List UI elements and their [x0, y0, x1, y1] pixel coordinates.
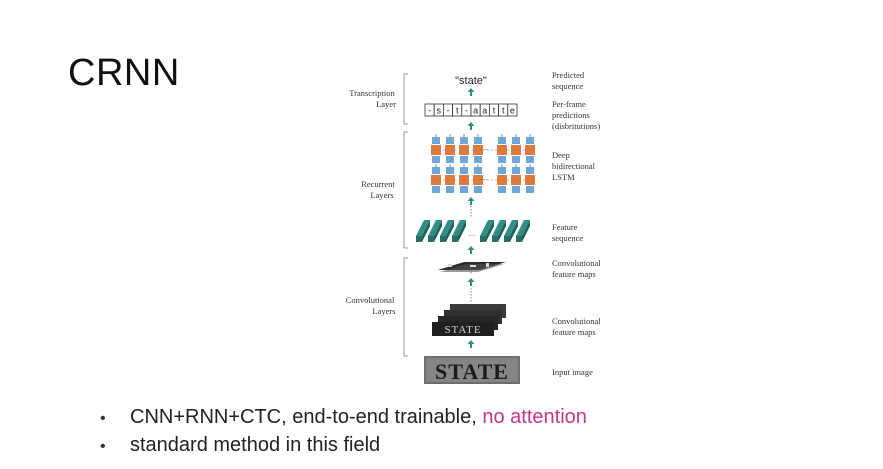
- convolutional-bracket: [403, 257, 408, 357]
- conv-stack-word: STATE: [444, 324, 481, 336]
- conv-feature-maps-stack: STATE: [432, 304, 506, 336]
- lstm-unit: [445, 164, 455, 193]
- lstm-unit: [459, 164, 469, 193]
- token-char: e: [510, 106, 515, 116]
- flow-arrow: [470, 91, 472, 96]
- bullet-item: • standard method in this field: [100, 432, 587, 460]
- lstm-unit: [497, 134, 507, 163]
- label-conv-maps-2b: feature maps: [552, 327, 596, 337]
- label-perframe-2: predictions: [552, 110, 590, 120]
- feature-sequence-blocks: ···: [416, 220, 530, 242]
- predicted-output-text: "state": [455, 75, 487, 87]
- svg-text:···: ···: [480, 145, 488, 154]
- label-predicted-2: sequence: [552, 81, 583, 91]
- lstm-unit: [445, 134, 455, 163]
- feature-vector: [480, 220, 494, 242]
- svg-text:···: ···: [480, 175, 488, 184]
- bullet-dot-icon: •: [100, 410, 106, 427]
- token-char: t: [493, 106, 496, 116]
- bullet-accent-text: no attention: [482, 406, 587, 428]
- label-perframe-3: (disbritutions): [552, 121, 600, 131]
- feature-vector: [416, 220, 430, 242]
- label-conv-maps-2a: Convolutional: [552, 316, 601, 326]
- flow-arrow: [470, 281, 472, 286]
- lstm-unit: [431, 164, 441, 193]
- lstm-unit: [497, 164, 507, 193]
- token-char: t: [456, 106, 459, 116]
- lstm-unit: [473, 134, 483, 163]
- label-perframe-1: Per-frame: [552, 99, 586, 109]
- lstm-unit: [431, 134, 441, 163]
- token-box: [507, 103, 518, 117]
- recurrent-layers-label-1: Recurrent: [361, 179, 395, 189]
- feature-vector: [504, 220, 518, 242]
- token-char: a: [473, 106, 478, 116]
- flow-arrow: [470, 200, 472, 205]
- label-conv-maps-1a: Convolutional: [552, 258, 601, 268]
- feature-vector: [492, 220, 506, 242]
- flow-arrow: [470, 249, 472, 254]
- label-lstm-3: LSTM: [552, 172, 575, 182]
- label-feature-seq-1: Feature: [552, 222, 578, 232]
- bullet-text: standard method in this field: [130, 434, 381, 456]
- recurrent-layers-label-2: Layers: [370, 190, 393, 200]
- label-feature-seq-2: sequence: [552, 233, 583, 243]
- label-lstm-2: bidirectional: [552, 161, 596, 171]
- slide-title: CRNN: [68, 52, 180, 94]
- lstm-unit: [473, 164, 483, 193]
- bullet-item: • CNN+RNN+CTC, end-to-end trainable, no …: [100, 404, 587, 432]
- flow-arrow: [470, 125, 472, 130]
- convolutional-layers-label-1: Convolutional: [346, 295, 395, 305]
- recurrent-bracket: [403, 131, 408, 249]
- token-char: s: [437, 106, 442, 116]
- lstm-unit: [525, 134, 535, 163]
- token-char: a: [482, 106, 487, 116]
- bullet-text: CNN+RNN+CTC, end-to-end trainable,: [130, 406, 483, 428]
- input-image: STATE: [424, 356, 520, 384]
- transcription-layer-label-1: Transcription: [349, 88, 395, 98]
- flow-arrow: [470, 343, 472, 348]
- transcription-layer-label-2: Layer: [376, 99, 396, 109]
- label-input-image: Input image: [552, 367, 593, 377]
- bullet-list: • CNN+RNN+CTC, end-to-end trainable, no …: [100, 404, 587, 460]
- bidirectional-lstm-grid: ··· ···: [431, 134, 535, 193]
- lstm-unit: [459, 134, 469, 163]
- crnn-architecture-diagram: Transcription Layer Recurrent Layers Con…: [330, 60, 650, 400]
- lstm-unit: [525, 164, 535, 193]
- feature-vector: [452, 220, 466, 242]
- conv-feature-maps-small: [438, 262, 506, 272]
- bullet-dot-icon: •: [100, 438, 106, 455]
- token-char: -: [447, 106, 450, 116]
- feature-vector: [428, 220, 442, 242]
- feature-vector: [516, 220, 530, 242]
- token-char: -: [428, 106, 431, 116]
- token-char: -: [465, 106, 468, 116]
- feature-vector: [440, 220, 454, 242]
- label-conv-maps-1b: feature maps: [552, 269, 596, 279]
- input-image-word: STATE: [435, 359, 509, 384]
- token-char: t: [502, 106, 505, 116]
- lstm-unit: [511, 134, 521, 163]
- label-lstm-1: Deep: [552, 150, 570, 160]
- transcription-bracket: [403, 73, 408, 125]
- lstm-unit: [511, 164, 521, 193]
- convolutional-layers-label-2: Layers: [372, 306, 395, 316]
- label-predicted-1: Predicted: [552, 70, 585, 80]
- svg-text:···: ···: [468, 231, 476, 240]
